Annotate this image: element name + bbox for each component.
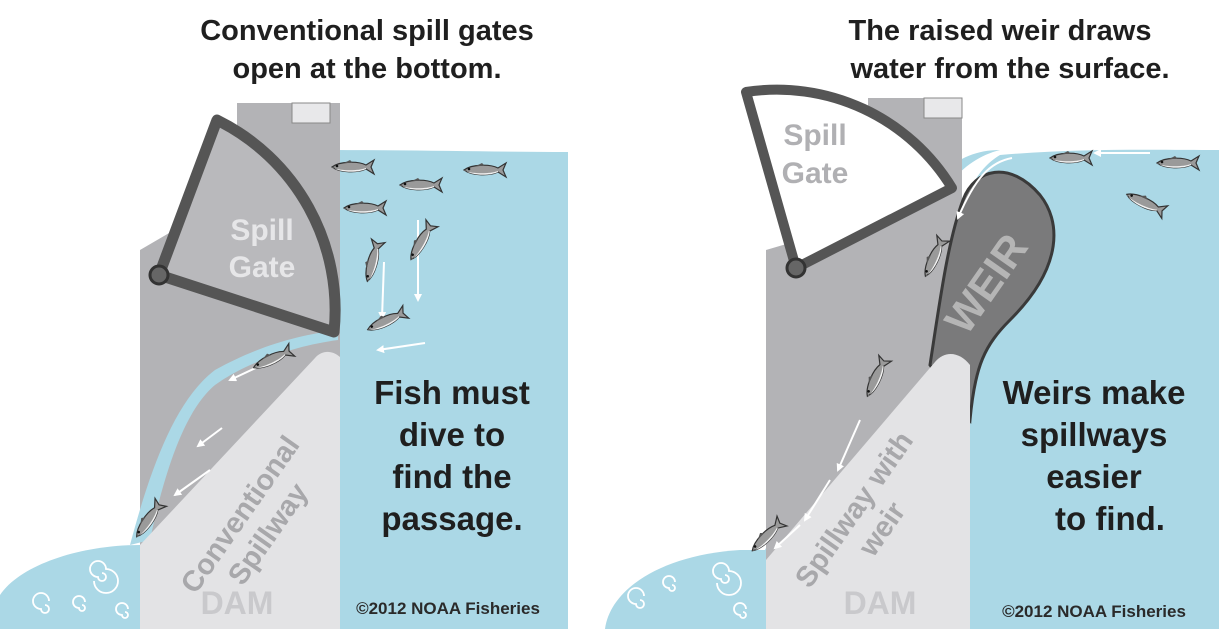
flow-arrow-icon — [773, 524, 801, 550]
swirl-icon — [89, 560, 119, 594]
right-flow-arrows — [773, 149, 1150, 550]
flow-arrow-icon — [836, 419, 861, 472]
left-plunge-pool — [0, 545, 140, 629]
right-spill-gate: Spill Gate — [741, 84, 957, 279]
swirl-icon — [733, 602, 747, 619]
left-gate-label-line2: Gate — [229, 251, 296, 284]
swirl-icon — [72, 595, 86, 612]
flow-arrow-icon — [378, 261, 387, 320]
left-dam-cap — [291, 102, 331, 124]
left-note-line3: find the — [392, 458, 511, 495]
flow-arrow-icon — [956, 157, 1013, 220]
right-gate-label-line2: Gate — [782, 157, 849, 190]
left-spillway-face — [140, 351, 340, 629]
right-note-line2: spillways — [1021, 416, 1168, 453]
left-credit: ©2012 NOAA Fisheries — [356, 599, 540, 618]
flow-arrow-icon — [173, 469, 211, 497]
left-dam-label: DAM — [201, 585, 274, 621]
swirl-icon — [627, 587, 645, 609]
swirl-icon — [115, 602, 129, 619]
left-flow-arrows — [173, 220, 426, 497]
right-panel: The raised weir draws water from the sur… — [605, 15, 1219, 629]
left-gate-label-line1: Spill — [230, 214, 293, 247]
flow-arrow-icon — [803, 479, 831, 522]
right-note-line4: to find. — [1055, 500, 1165, 537]
right-note: Weirs make spillways easier to find. — [1003, 374, 1186, 537]
right-dam-label: DAM — [844, 585, 917, 621]
right-credit: ©2012 NOAA Fisheries — [1002, 602, 1186, 621]
left-title-line2: open at the bottom. — [232, 53, 501, 85]
right-note-line1: Weirs make — [1003, 374, 1186, 411]
right-gate-label-line1: Spill — [783, 119, 846, 152]
left-note-line2: dive to — [399, 416, 505, 453]
right-dam-cap — [923, 97, 963, 119]
left-title-line1: Conventional spill gates — [200, 15, 534, 47]
swirl-icon — [662, 575, 676, 592]
right-spillway-face — [766, 354, 970, 629]
left-swirls — [32, 560, 129, 619]
swirl-icon — [32, 592, 50, 614]
right-title-line2: water from the surface. — [849, 53, 1169, 85]
flow-arrow-icon — [196, 427, 223, 448]
right-title-line1: The raised weir draws — [848, 15, 1151, 47]
swirl-icon — [712, 562, 742, 596]
left-note: Fish must dive to find the passage. — [374, 374, 530, 537]
flow-arrow-icon — [376, 342, 426, 354]
right-swirls — [627, 562, 747, 619]
left-note-line4: passage. — [381, 500, 522, 537]
left-spill-gate: Spill Gate — [148, 114, 341, 338]
left-note-line1: Fish must — [374, 374, 530, 411]
left-reservoir-water — [318, 150, 568, 629]
left-panel: Conventional spill gates open at the bot… — [0, 15, 568, 629]
right-note-line3: easier — [1046, 458, 1142, 495]
